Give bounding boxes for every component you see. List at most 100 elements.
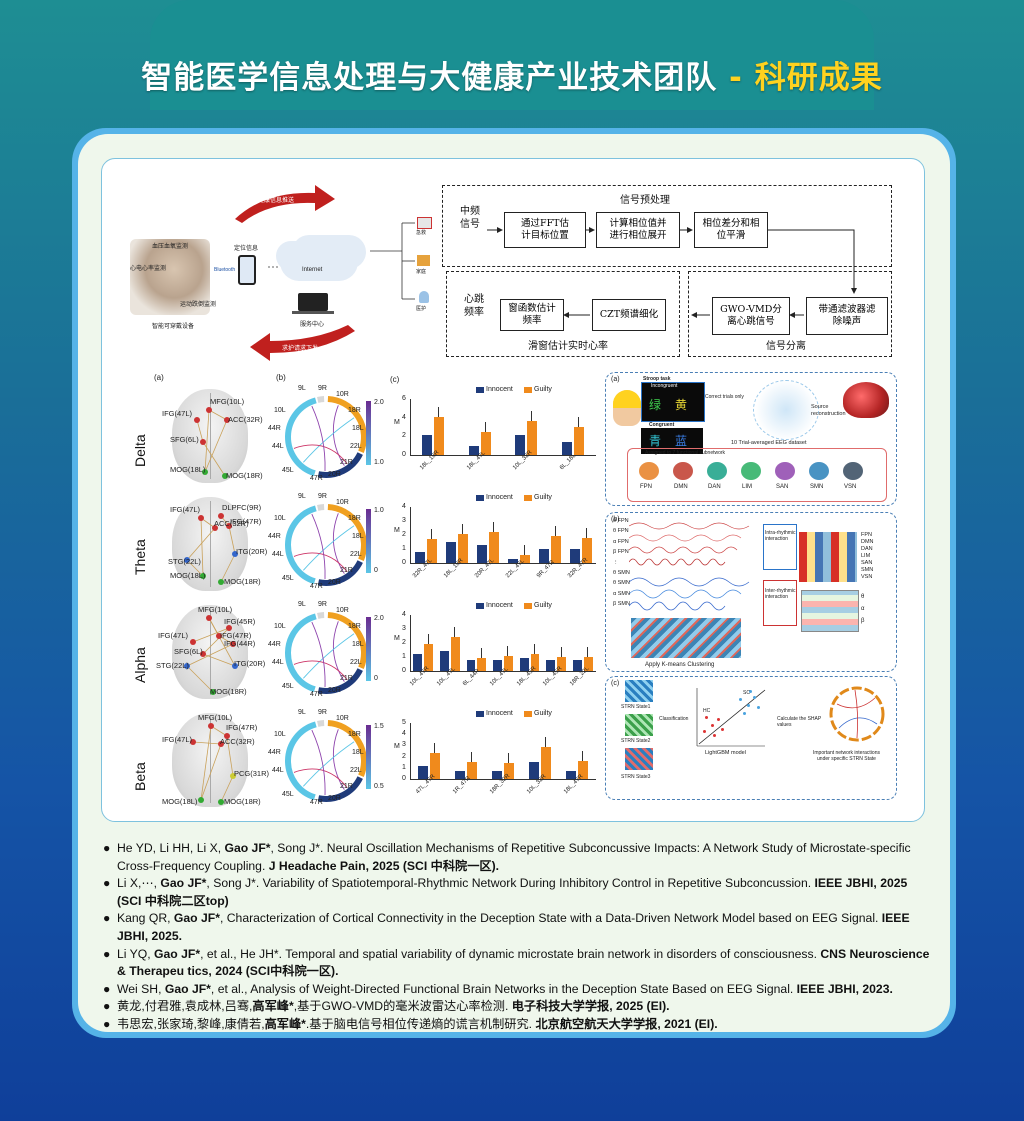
rpanel-letter-c: (c) xyxy=(611,680,620,687)
ring-label: 44L xyxy=(272,551,284,558)
bar-innocent xyxy=(519,658,529,671)
shap-label: Calculate the SHAP values xyxy=(777,716,822,728)
y-tick-label: 2 xyxy=(402,432,406,440)
y-axis xyxy=(410,615,411,671)
ring-label: 22L xyxy=(350,659,362,666)
intra-box xyxy=(763,524,797,570)
wearable-label: 智能可穿戴设备 xyxy=(152,324,195,330)
panel-letter-c: (c) xyxy=(390,375,400,384)
bar-innocent xyxy=(468,445,479,455)
brain-node xyxy=(226,625,232,631)
connection-line xyxy=(200,743,222,801)
ring-segment xyxy=(285,721,317,801)
ring-label: 20R xyxy=(328,687,341,694)
reference-text: 北京航空航天大学学报, 2021 (EI). xyxy=(535,1016,718,1031)
error-bar xyxy=(470,752,472,763)
brain-map-beta: MFG(10L)IFG(47L)IFG(47R)ACC(32R)PCG(31R)… xyxy=(154,711,269,811)
brain-node xyxy=(200,651,206,657)
bullet: ● xyxy=(103,999,111,1014)
reference-text: Gao JF* xyxy=(224,841,271,855)
brain-node xyxy=(198,515,204,521)
intra-label: Intra-rhythmic interaction xyxy=(765,530,796,542)
network-brain-fpn xyxy=(639,462,659,480)
error-bar xyxy=(427,634,429,645)
bar-innocent xyxy=(492,771,502,779)
brain-node xyxy=(202,469,208,475)
brain-node xyxy=(212,525,218,531)
region-label: IFG(47L) xyxy=(170,505,201,514)
ring-label: 18L xyxy=(352,533,364,540)
y-tick-label: 4 xyxy=(402,730,406,738)
bar-guilty xyxy=(527,421,538,455)
ring-label: 47R xyxy=(310,475,323,482)
network-label: FPN xyxy=(640,484,652,490)
legend-swatch-innocent xyxy=(476,387,484,393)
brain-map-alpha: MFG(10L)IFG(47L)IFG(47R)IFG(45R)IFG(44R)… xyxy=(154,603,265,703)
region-label: IFG(47L) xyxy=(158,631,189,640)
panel-c-box xyxy=(605,676,897,800)
chord xyxy=(332,405,345,466)
bar-guilty xyxy=(573,427,584,455)
legend-innocent: Innocent xyxy=(486,386,513,393)
error-bar xyxy=(438,406,440,417)
ring-label: 9L xyxy=(298,709,306,716)
error-bar xyxy=(508,753,509,764)
region-label: IFG(47R) xyxy=(226,723,258,732)
ring-label: 44L xyxy=(272,659,284,666)
bar-innocent xyxy=(515,435,526,455)
scatter-point xyxy=(747,704,750,707)
signal-label: θ SMN xyxy=(613,580,630,587)
reference-text: Li X,⋯, xyxy=(117,876,161,891)
reference-text: 韦思宏,张家琦,黎峰,康倩若, xyxy=(117,1016,265,1031)
region-label: MOG(18L) xyxy=(170,571,206,580)
connection-line xyxy=(226,735,234,777)
error-bar xyxy=(534,644,535,655)
bar-innocent xyxy=(417,765,428,779)
matrix-net-label: SMN xyxy=(861,567,874,573)
eeg-signals xyxy=(629,522,750,611)
ring-segment xyxy=(327,612,367,669)
scatter-point xyxy=(705,716,708,719)
scatter-point xyxy=(713,734,716,737)
state-3-label: STRN State3 xyxy=(621,774,651,780)
chord xyxy=(332,513,345,574)
bar-innocent xyxy=(572,659,582,671)
chord xyxy=(303,633,355,679)
signal-label: α FPN xyxy=(613,538,629,545)
y-tick-label: 6 xyxy=(402,395,406,402)
reference-text: Gao JF* xyxy=(164,981,211,996)
bar-innocent xyxy=(569,549,580,563)
panel-b-box xyxy=(605,512,897,672)
ring-label: 21R xyxy=(340,783,353,790)
region-label: IFG(44R) xyxy=(224,639,256,648)
state-2-matrix xyxy=(625,714,653,736)
reference-text: , Song J*. Variability of Spatiotemporal… xyxy=(206,876,815,891)
phase-unwrap-box: 计算相位值并 进行相位展开 xyxy=(596,212,680,248)
iot-arrows xyxy=(235,185,415,361)
ring-label: 10L xyxy=(274,731,286,738)
legend-swatch-guilty xyxy=(524,603,532,609)
error-bar xyxy=(430,529,432,540)
bullet: ● xyxy=(103,1016,111,1031)
kmeans-label: Apply K-means Clustering xyxy=(645,662,715,668)
incongruent-label: Incongruent xyxy=(651,383,678,389)
ring-label: 44R xyxy=(268,425,281,432)
y-tick-label: 2 xyxy=(402,639,406,646)
ring-label: 22L xyxy=(350,443,362,450)
inter-label: Inter-rhythmic interaction xyxy=(765,588,796,600)
legend-guilty: Guilty xyxy=(534,386,552,393)
scatter-point xyxy=(721,728,724,731)
colorbar-alpha xyxy=(366,617,371,681)
region-label: IFG(47L) xyxy=(162,409,193,418)
bar-innocent xyxy=(493,659,502,671)
reference-item: ●Wei SH, Gao JF*, et al., Analysis of We… xyxy=(103,981,933,999)
right-label-3: 医护 xyxy=(416,306,427,312)
ring-segment xyxy=(327,396,367,453)
brain-node xyxy=(226,523,232,529)
region-label: IFG(47L) xyxy=(162,735,193,744)
region-label: STG(22L) xyxy=(168,557,201,566)
bar-innocent xyxy=(546,659,556,671)
